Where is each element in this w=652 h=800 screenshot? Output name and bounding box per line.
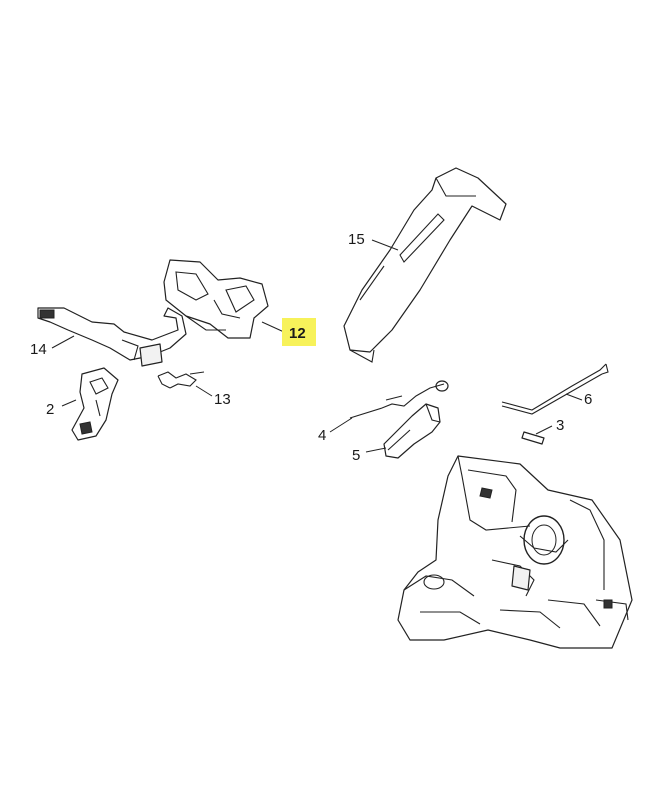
part-4-wire-spring xyxy=(349,380,449,419)
leader-15 xyxy=(371,239,399,251)
leader-12 xyxy=(261,321,285,333)
label-13: 13 xyxy=(214,391,231,408)
leader-2 xyxy=(61,399,77,407)
part-13-spring xyxy=(157,371,205,389)
label-2: 2 xyxy=(46,401,54,418)
highlight-12 xyxy=(282,318,316,346)
label-15: 15 xyxy=(348,231,365,248)
part-6-rod xyxy=(501,363,609,415)
part-14-throttle-rod xyxy=(37,307,187,367)
label-5: 5 xyxy=(352,447,360,464)
leader-13 xyxy=(195,385,213,397)
leader-4 xyxy=(329,417,353,433)
label-12: 12 xyxy=(289,325,306,342)
part-2-trigger xyxy=(71,367,119,441)
part-3-pin xyxy=(521,431,545,445)
part-12-bracket xyxy=(163,259,269,339)
label-14: 14 xyxy=(30,341,47,358)
label-4: 4 xyxy=(318,427,326,444)
label-6: 6 xyxy=(584,391,592,408)
leader-5 xyxy=(365,447,387,453)
part-5-lever xyxy=(383,403,441,459)
leader-6 xyxy=(565,393,583,401)
part-15-handle-cover xyxy=(343,167,507,363)
leader-3 xyxy=(535,425,553,435)
engine-housing xyxy=(397,455,633,649)
leader-14 xyxy=(51,335,75,349)
label-3: 3 xyxy=(556,417,564,434)
